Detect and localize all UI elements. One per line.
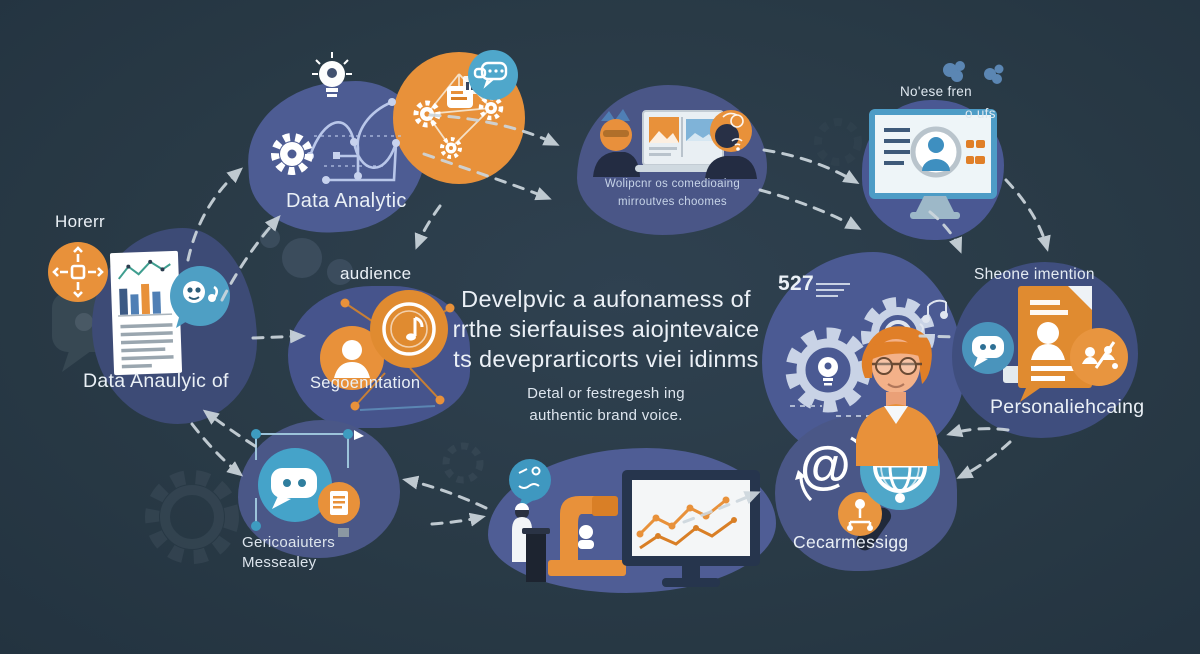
gear-icon	[266, 128, 318, 180]
center-line-1: Develpvic a aufonamess of	[461, 286, 751, 312]
press-machine-icon	[548, 496, 626, 576]
people-cluster-icons	[938, 58, 1012, 96]
center-sub-1: Detal or festregesh ing	[527, 385, 685, 402]
at-symbol-icon: @	[800, 437, 852, 495]
team-edit-icon	[1070, 328, 1128, 386]
people-at-laptop-icon	[585, 95, 760, 183]
analysis-scene-icon	[494, 452, 770, 590]
sheone-title: Sheone imention	[974, 266, 1095, 283]
report-label: Data Anaulyic of	[83, 370, 229, 392]
gears-number: 527	[778, 272, 814, 295]
personalization-label: Personaliehcaing	[990, 396, 1145, 418]
profile-monitor-icon	[869, 109, 997, 224]
chat-face-icon	[170, 266, 230, 328]
center-sub-2: authentic brand voice.	[529, 407, 683, 424]
person-glasses-icon	[838, 318, 958, 466]
document-chart-icon	[109, 250, 183, 376]
audience-title: audience	[340, 264, 412, 283]
chat-dots-icon	[962, 322, 1014, 374]
music-notes	[919, 299, 948, 335]
noese-line-2: o ufs	[965, 106, 996, 121]
doc-lines-icon	[318, 482, 360, 524]
messaging-line-2: Messealey	[242, 554, 317, 571]
collaboration-caption-2: mirroutves choomes	[618, 196, 727, 208]
segmentation-label: Segoenntation	[310, 374, 421, 392]
outreach-label: Cecarmessigg	[793, 532, 909, 552]
horerr-label: Horerr	[55, 212, 105, 231]
center-headline: Develpvic a aufonamess of rrthe sierfaui…	[450, 284, 762, 427]
center-line-2: rrthe sierfauises aiojntevaice	[452, 316, 760, 342]
chart-monitor-icon	[622, 470, 760, 587]
music-note-icon	[370, 290, 448, 368]
center-line-3: ts deveprarticorts viei idinms	[453, 346, 759, 372]
lightbulb-icon	[308, 50, 356, 108]
math-bubble-icon	[509, 459, 551, 509]
bulb-center	[818, 357, 838, 386]
figure-icon	[512, 503, 550, 582]
collaboration-caption-1: Wolipcnr os comedioaing	[604, 178, 741, 190]
messaging-line-1: Gericoaiuters	[242, 534, 336, 551]
mini-gear	[440, 137, 462, 159]
data-analytic-label: Data Analytic	[286, 190, 407, 212]
puzzle-cycle-icon	[48, 242, 108, 302]
person-icon	[320, 326, 384, 390]
noese-line-1: No'ese fren	[900, 84, 972, 99]
chat-bubbles-badge	[468, 50, 518, 100]
